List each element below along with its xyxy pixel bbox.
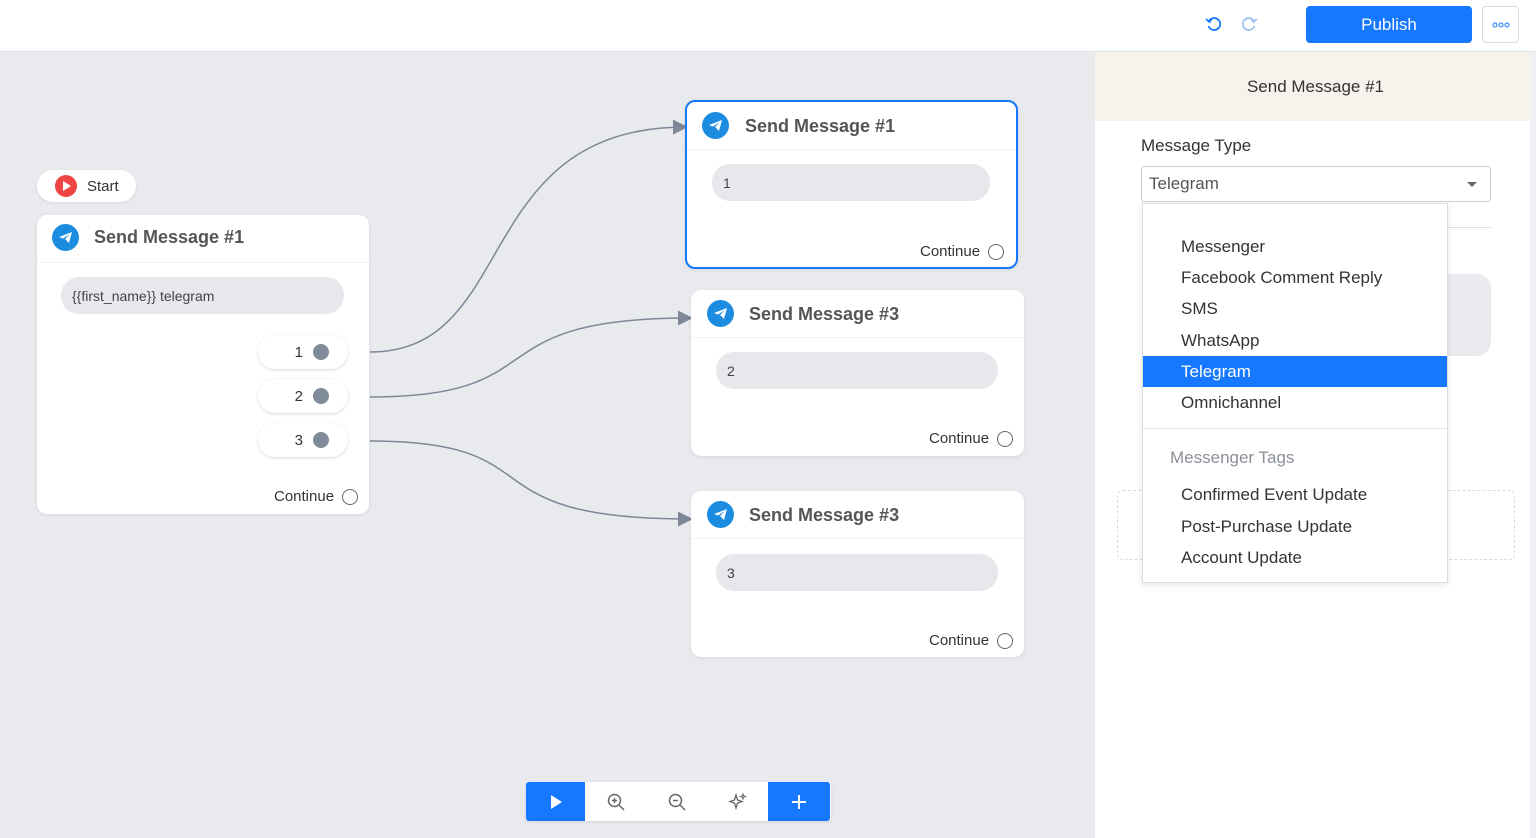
node-title: Send Message #3 [749,505,900,525]
divider [1445,227,1491,228]
continue-label: Continue [920,243,981,260]
background-card [1445,274,1491,356]
message-text[interactable]: 3 [716,554,998,591]
start-node[interactable]: Start [37,170,136,202]
message-text[interactable]: {{first_name}} telegram [61,277,344,314]
telegram-icon [707,501,734,528]
continue-label: Continue [929,430,990,447]
message-type-dropdown: Messenger Facebook Comment Reply SMS Wha… [1142,203,1448,583]
node-title: Send Message #1 [94,227,245,247]
play-icon[interactable] [526,782,585,821]
option-whatsapp[interactable]: WhatsApp [1181,330,1260,350]
start-label: Start [87,177,119,195]
auto-layout-sparkle-icon[interactable] [707,782,768,821]
group-label-messenger-tags: Messenger Tags [1170,448,1295,467]
option-messenger[interactable]: Messenger [1181,236,1266,256]
panel-scrollbar[interactable] [1530,52,1536,838]
message-type-select[interactable]: Telegram [1141,166,1491,202]
telegram-icon [702,112,729,139]
zoom-in-icon[interactable] [585,782,646,821]
canvas-toolbar [526,782,831,821]
option-telegram[interactable]: Telegram [1143,356,1447,387]
continue-output[interactable]: Continue [274,488,359,505]
option-post-purchase-update[interactable]: Post-Purchase Update [1181,516,1353,536]
node-header [37,215,369,263]
option-account-update[interactable]: Account Update [1181,547,1302,567]
quick-reply-label: 2 [294,387,303,405]
more-dots-icon[interactable] [1482,6,1519,43]
node-header [691,491,1024,539]
node-header [687,102,1016,150]
quick-reply-button-1[interactable]: 1 [258,335,348,369]
option-facebook-comment-reply[interactable]: Facebook Comment Reply [1181,267,1383,287]
dropdown-divider [1143,428,1447,429]
send-message-node-4[interactable]: Send Message #3 3 Continue [691,491,1024,657]
publish-button[interactable]: Publish [1306,6,1472,43]
send-message-node-1[interactable]: Send Message #1 {{first_name}} telegram … [37,215,369,514]
continue-handle-icon[interactable] [988,243,1005,260]
redo-icon[interactable] [1237,12,1261,36]
telegram-icon [52,224,79,251]
node-title: Send Message #1 [745,116,896,136]
quick-reply-button-3[interactable]: 3 [258,423,348,457]
continue-label: Continue [274,488,335,505]
message-type-value: Telegram [1149,174,1219,193]
message-text[interactable]: 1 [712,164,990,201]
option-omnichannel[interactable]: Omnichannel [1181,392,1282,412]
continue-handle-icon[interactable] [997,430,1014,447]
continue-handle-icon[interactable] [342,488,359,505]
caret-down-icon [1467,182,1477,187]
option-confirmed-event-update[interactable]: Confirmed Event Update [1181,484,1368,504]
zoom-out-icon[interactable] [646,782,707,821]
output-handle[interactable] [313,432,329,448]
quick-reply-button-2[interactable]: 2 [258,379,348,413]
send-message-node-2[interactable]: Send Message #1 1 Continue [685,100,1018,269]
continue-label: Continue [929,632,990,649]
top-bar: Publish [0,0,1536,52]
node-title: Send Message #3 [749,304,900,324]
play-circle-icon [55,175,77,197]
continue-output[interactable]: Continue [929,430,1014,447]
undo-icon[interactable] [1202,12,1226,36]
output-handle[interactable] [313,344,329,360]
add-plus-icon[interactable] [768,782,830,821]
node-header [691,290,1024,338]
option-sms[interactable]: SMS [1181,298,1218,318]
message-text[interactable]: 2 [716,352,998,389]
panel-title: Send Message #1 [1095,52,1536,121]
continue-output[interactable]: Continue [929,632,1014,649]
output-handle[interactable] [313,388,329,404]
continue-output[interactable]: Continue [920,243,1005,260]
quick-reply-label: 1 [294,343,303,361]
send-message-node-3[interactable]: Send Message #3 2 Continue [691,290,1024,456]
quick-reply-label: 3 [294,431,303,449]
continue-handle-icon[interactable] [997,632,1014,649]
message-type-label: Message Type [1141,136,1252,155]
telegram-icon [707,300,734,327]
